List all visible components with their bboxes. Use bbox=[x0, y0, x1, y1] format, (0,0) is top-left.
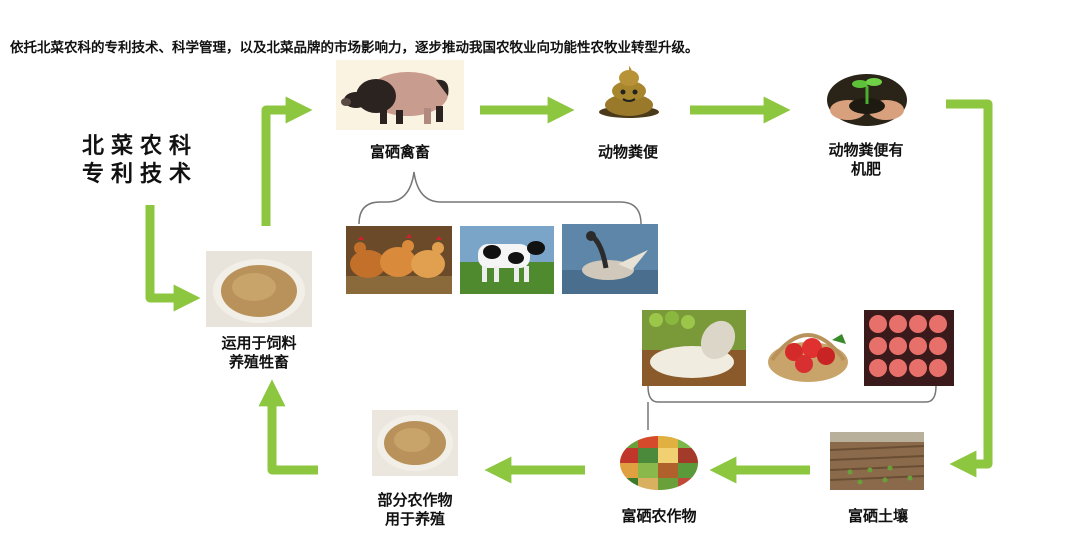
pig-photo bbox=[336, 60, 464, 130]
label-crops-for-breeding: 部分农作物 用于养殖 bbox=[352, 491, 478, 529]
grain-feed-photo bbox=[206, 251, 312, 327]
label-crops-for-breeding-line-1: 部分农作物 bbox=[377, 491, 453, 509]
arrow-fertilizer-to-soil bbox=[946, 99, 993, 478]
strawberries-photo bbox=[758, 310, 858, 386]
tech-title-line-2: 专利技术 bbox=[82, 162, 199, 187]
goose-photo bbox=[562, 224, 658, 294]
label-organic-fertilizer: 动物粪便有 机肥 bbox=[806, 141, 926, 179]
label-organic-fertilizer-line-1: 动物粪便有 bbox=[828, 141, 904, 159]
label-manure: 动物粪便 bbox=[597, 143, 658, 161]
patent-tech-title: 北菜农科 专利技术 bbox=[82, 133, 198, 189]
cow-photo bbox=[460, 226, 554, 294]
crops-collage-photo bbox=[618, 434, 700, 492]
hands-soil-seedling-photo bbox=[822, 64, 912, 130]
label-feed-breeding-line-2: 养殖牲畜 bbox=[228, 353, 289, 371]
label-selenium-crops: 富硒农作物 bbox=[621, 507, 697, 525]
farmland-photo bbox=[830, 432, 924, 490]
tech-title-line-1: 北菜农科 bbox=[82, 134, 199, 159]
label-selenium-soil: 富硒土壤 bbox=[847, 507, 908, 525]
label-organic-fertilizer-line-2: 机肥 bbox=[850, 160, 881, 178]
label-feed-breeding-line-1: 运用于饲料 bbox=[221, 334, 297, 352]
grain-feed-photo-2 bbox=[372, 410, 458, 476]
bracket-crop-types bbox=[647, 385, 937, 430]
label-crops-for-breeding-line-2: 用于养殖 bbox=[384, 510, 445, 528]
arrow-feed-to-livestock bbox=[261, 96, 313, 226]
headline: 依托北菜农科的专利技术、科学管理，以及北菜品牌的市场影响力，逐步推动我国农牧业向… bbox=[10, 40, 699, 56]
label-feed-breeding: 运用于饲料 养殖牲畜 bbox=[196, 334, 322, 372]
arrow-tech-to-feed bbox=[145, 205, 201, 312]
chickens-photo bbox=[346, 226, 452, 294]
label-selenium-livestock: 富硒禽畜 bbox=[369, 143, 430, 161]
apples-photo bbox=[864, 310, 954, 386]
bracket-livestock-types bbox=[358, 171, 642, 225]
rice-peas-photo bbox=[642, 310, 746, 386]
arrow-breeding-crops-to-feed bbox=[258, 379, 318, 475]
manure-icon bbox=[596, 63, 662, 119]
